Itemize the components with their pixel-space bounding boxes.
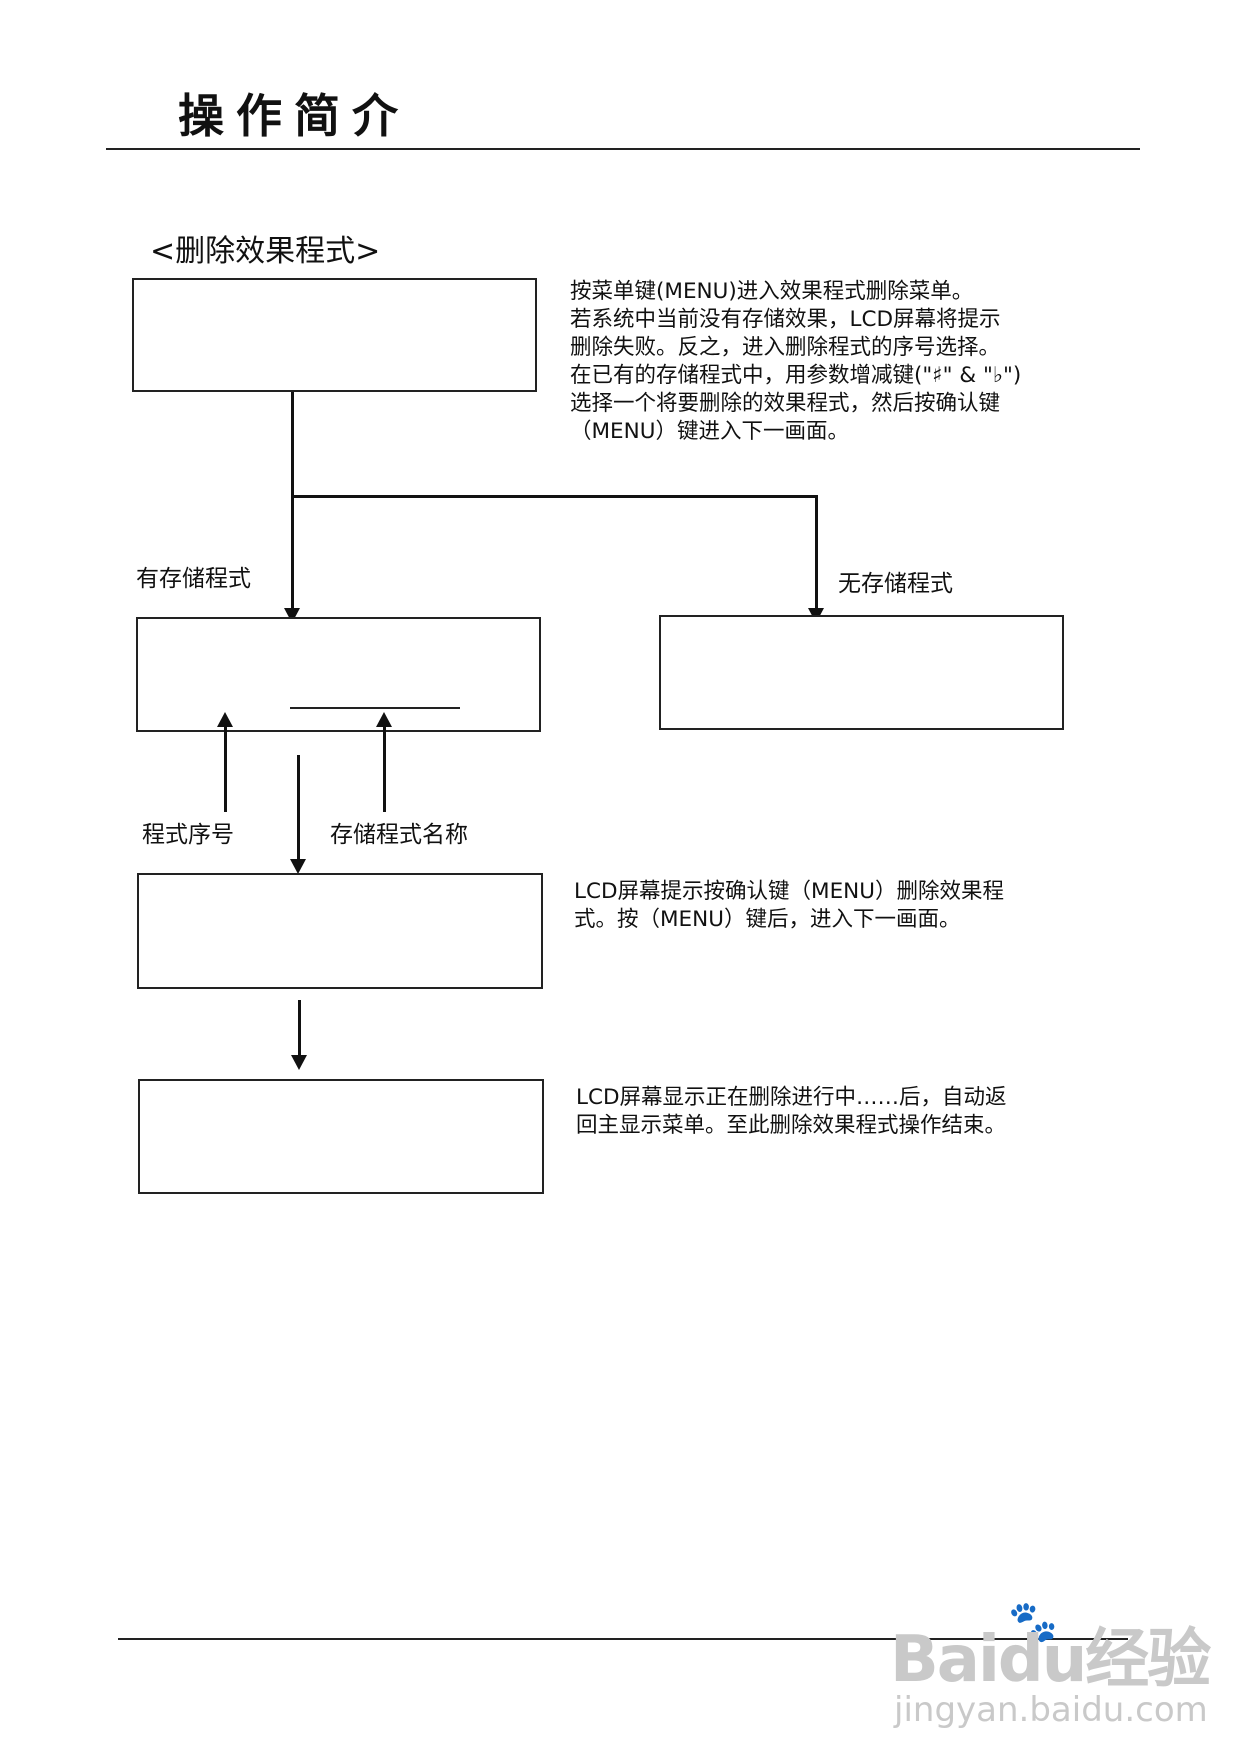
label-has-programs: 有存储程式 (136, 566, 251, 592)
pointer-line-name (383, 726, 386, 812)
header-rule (106, 148, 1140, 150)
step1-line: 若系统中当前没有存储效果，LCD屏幕将提示 (570, 307, 1001, 332)
step1-line: （MENU）键进入下一画面。 (570, 419, 849, 444)
flow-line-step3 (298, 1000, 301, 1057)
lcd-screen-menu (132, 278, 537, 392)
watermark-url: jingyan.baidu.com (894, 1690, 1208, 1730)
arrow-up-icon (217, 712, 233, 727)
step1-line: 选择一个将要删除的效果程式，然后按确认键 (570, 391, 1001, 416)
pointer-line-number (224, 726, 227, 812)
arrow-down-icon (290, 859, 306, 874)
lcd-screen-delete-failed (659, 615, 1064, 730)
lcd-screen-confirm (137, 873, 543, 989)
step3-line: LCD屏幕显示正在删除进行中……后，自动返 (576, 1085, 1007, 1110)
step2-line: LCD屏幕提示按确认键（MENU）删除效果程 (574, 879, 1005, 904)
step2-description: LCD屏幕提示按确认键（MENU）删除效果程 式。按（MENU）键后，进入下一画… (574, 878, 1004, 934)
watermark-logo: Baidu经验 (890, 1623, 1211, 1697)
flow-line-branch (291, 495, 818, 498)
arrow-up-icon (376, 712, 392, 727)
step1-line: 删除失败。反之，进入删除程式的序号选择。 (570, 335, 1001, 360)
label-program-number: 程式序号 (142, 822, 234, 848)
footer-rule (118, 1638, 1128, 1640)
step2-line: 式。按（MENU）键后，进入下一画面。 (574, 907, 961, 932)
lcd-screen-deleting (138, 1079, 544, 1194)
label-no-programs: 无存储程式 (838, 571, 953, 597)
step3-description: LCD屏幕显示正在删除进行中……后，自动返 回主显示菜单。至此删除效果程式操作结… (576, 1084, 1007, 1140)
flow-line-right (815, 495, 818, 610)
section-title: <删除效果程式> (150, 234, 381, 269)
label-program-name: 存储程式名称 (330, 822, 468, 848)
step3-line: 回主显示菜单。至此删除效果程式操作结束。 (576, 1113, 1007, 1138)
flow-line-main (291, 392, 294, 610)
paw-icon: 🐾 (1008, 1599, 1058, 1645)
program-name-underline (290, 707, 460, 709)
lcd-screen-select (136, 617, 541, 732)
step1-line: 按菜单键(MENU)进入效果程式删除菜单。 (570, 279, 974, 304)
step1-description: 按菜单键(MENU)进入效果程式删除菜单。 若系统中当前没有存储效果，LCD屏幕… (570, 278, 1021, 446)
step1-line: 在已有的存储程式中，用参数增减键("♯" & "♭") (570, 363, 1022, 388)
page-title: 操作简介 (178, 89, 410, 143)
arrow-down-icon (291, 1055, 307, 1070)
flow-line-step2 (297, 755, 300, 861)
baidu-watermark: 🐾 Baidu经验 jingyan.baidu.com (890, 1598, 1211, 1748)
